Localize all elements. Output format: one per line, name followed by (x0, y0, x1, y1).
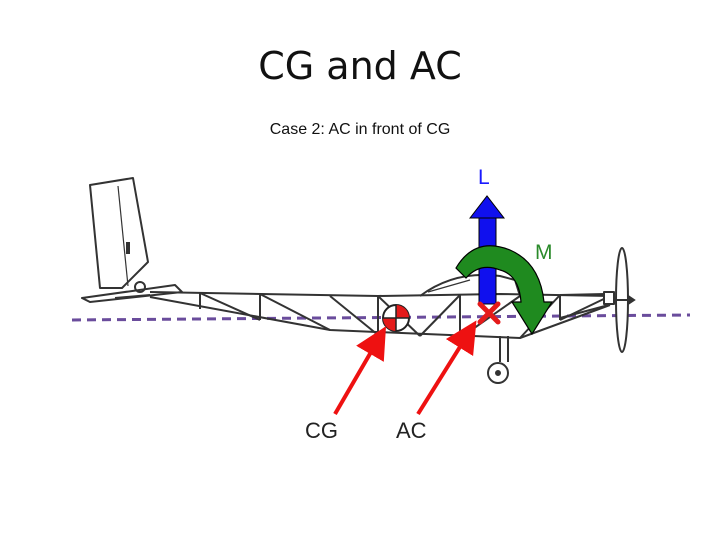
cg-label: CG (305, 418, 338, 443)
lift-label: L (478, 166, 490, 189)
page-title: CG and AC (258, 44, 462, 88)
cg-pointer-arrow (333, 326, 387, 416)
cg-symbol-icon (382, 304, 410, 332)
page-subtitle: Case 2: AC in front of CG (269, 121, 451, 138)
moment-label: M (535, 241, 553, 264)
x-cross-icon (477, 301, 501, 325)
ac-label: AC (396, 418, 427, 443)
ac-pointer-arrow (416, 320, 477, 416)
reference-line (71, 313, 691, 322)
moment-arrow (455, 245, 554, 336)
propeller (614, 247, 636, 353)
